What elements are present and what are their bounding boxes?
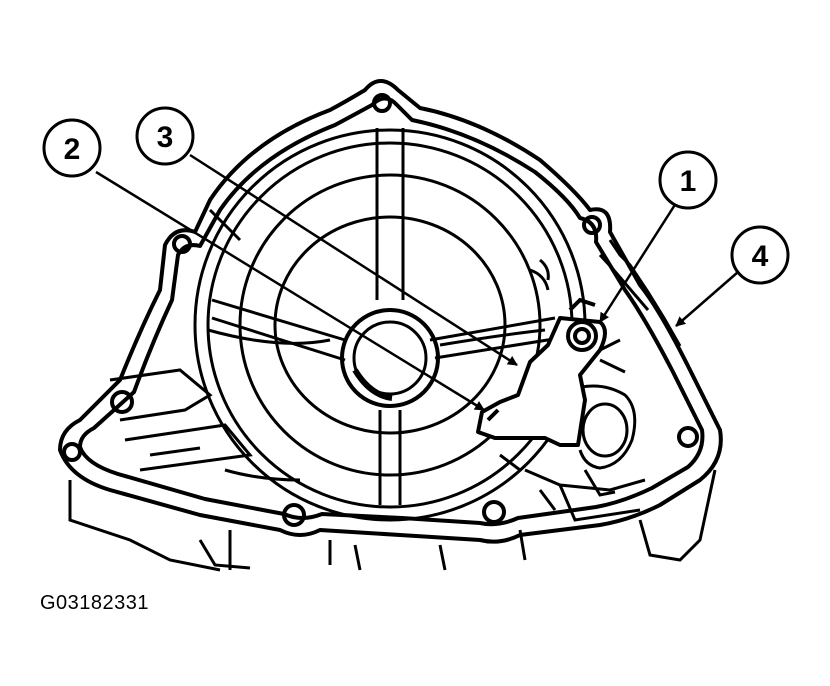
bolt-hole-upper-left <box>172 234 192 254</box>
bolt-holes <box>62 93 699 527</box>
bolt-hole-bottom-left <box>282 503 306 527</box>
callout-1-label: 1 <box>680 165 697 198</box>
arrow-callout-4 <box>675 271 739 327</box>
callout-3: 3 <box>135 106 195 166</box>
bolt-hole-bottom-center <box>482 500 506 524</box>
bolt-hole-far-left <box>62 442 82 462</box>
arrow-callout-2 <box>95 170 485 412</box>
bolt-hole-upper-right <box>582 215 602 235</box>
callout-4-label: 4 <box>752 240 769 273</box>
callout-4: 4 <box>730 225 790 285</box>
callout-2: 2 <box>42 118 102 178</box>
figure-caption: G03182331 <box>40 592 150 614</box>
bolt-hole-top <box>372 93 392 113</box>
outer-flange <box>58 79 723 544</box>
right-linkage-area <box>499 338 646 522</box>
right-gasket-edge <box>598 239 682 347</box>
adjustment-bolt <box>566 297 598 352</box>
left-pan-detail <box>109 368 301 482</box>
main-bell-housing <box>193 128 587 522</box>
callout-2-label: 2 <box>64 133 81 166</box>
housing-ribs <box>207 128 561 505</box>
callout-3-label: 3 <box>157 121 174 154</box>
bolt-hole-right <box>677 426 699 448</box>
leader-arrows <box>95 153 739 412</box>
callout-1: 1 <box>658 150 718 210</box>
switch-bracket <box>476 316 607 447</box>
bolt-hole-left <box>110 390 134 414</box>
arrow-callout-3 <box>189 153 518 367</box>
arrow-callout-1 <box>598 199 680 323</box>
